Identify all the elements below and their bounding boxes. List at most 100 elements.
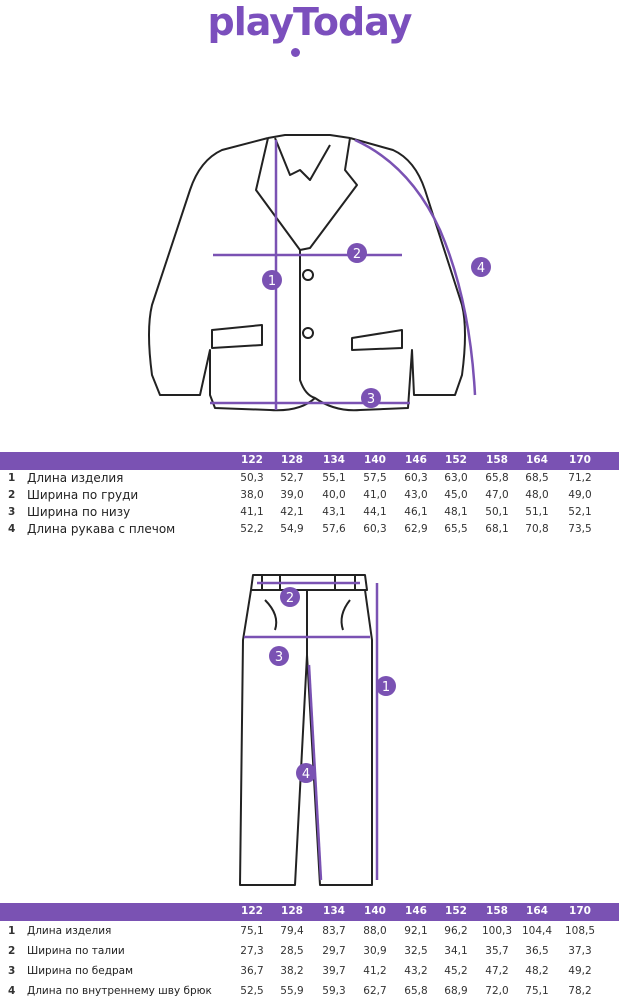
measurement-label: Ширина по бедрам (27, 965, 134, 977)
size-header-cell: 158 (486, 454, 508, 466)
value-cell: 68,9 (444, 985, 468, 997)
row-number: 1 (8, 472, 16, 484)
value-cell: 108,5 (564, 925, 596, 937)
measurement-label: Длина изделия (27, 471, 124, 485)
measurement-label: Ширина по талии (27, 945, 125, 957)
pants-diagram: 1 2 3 4 (239, 574, 396, 886)
size-header-cell: 146 (405, 454, 427, 466)
value-cell: 88,0 (363, 925, 387, 937)
svg-text:2: 2 (353, 247, 361, 262)
pants-marker-2: 2 (280, 587, 300, 607)
value-cell: 45,2 (444, 965, 468, 977)
size-header-cell: 134 (323, 454, 345, 466)
value-cell: 60,3 (404, 472, 428, 484)
value-cell: 46,1 (404, 506, 428, 518)
value-cell: 63,0 (444, 472, 468, 484)
value-cell: 72,0 (485, 985, 509, 997)
value-cell: 68,1 (485, 523, 509, 535)
size-header-cell: 158 (486, 905, 508, 917)
value-cell: 54,9 (280, 523, 304, 535)
value-cell: 44,1 (363, 506, 387, 518)
value-cell: 39,7 (322, 965, 346, 977)
size-header-cell: 170 (569, 454, 591, 466)
row-number: 1 (8, 925, 16, 937)
value-cell: 96,2 (444, 925, 468, 937)
value-cell: 47,2 (485, 965, 509, 977)
value-cell: 28,5 (280, 945, 304, 957)
value-cell: 49,0 (568, 489, 592, 501)
value-cell: 43,0 (404, 489, 428, 501)
jacket-marker-4: 4 (471, 257, 491, 277)
value-cell: 100,3 (481, 925, 513, 937)
svg-text:1: 1 (268, 274, 276, 289)
svg-text:4: 4 (302, 767, 310, 782)
value-cell: 45,0 (444, 489, 468, 501)
value-cell: 34,1 (444, 945, 468, 957)
value-cell: 79,4 (280, 925, 304, 937)
measurement-label: Ширина по низу (27, 505, 131, 519)
value-cell: 38,0 (240, 489, 264, 501)
size-header-cell: 152 (445, 905, 467, 917)
jacket-diagram: 1 2 3 4 (148, 134, 491, 412)
jacket-marker-3: 3 (361, 388, 381, 408)
value-cell: 39,0 (280, 489, 304, 501)
size-header-cell: 134 (323, 905, 345, 917)
value-cell: 30,9 (363, 945, 387, 957)
svg-text:1: 1 (382, 680, 390, 695)
value-cell: 27,3 (240, 945, 264, 957)
value-cell: 104,4 (521, 925, 553, 937)
value-cell: 71,2 (568, 472, 592, 484)
row-number: 2 (8, 489, 16, 501)
value-cell: 49,2 (568, 965, 592, 977)
size-header-cell: 164 (526, 454, 548, 466)
value-cell: 55,9 (280, 985, 304, 997)
value-cell: 41,0 (363, 489, 387, 501)
value-cell: 51,1 (525, 506, 549, 518)
svg-text:3: 3 (367, 392, 375, 407)
size-header-cell: 164 (526, 905, 548, 917)
value-cell: 43,1 (322, 506, 346, 518)
value-cell: 62,7 (363, 985, 387, 997)
jacket-marker-1: 1 (262, 270, 282, 290)
value-cell: 48,1 (444, 506, 468, 518)
value-cell: 75,1 (525, 985, 549, 997)
size-header-cell: 122 (241, 905, 263, 917)
measurement-label: Длина рукава с плечом (27, 522, 176, 536)
size-header-cell: 140 (364, 454, 386, 466)
value-cell: 47,0 (485, 489, 509, 501)
value-cell: 38,2 (280, 965, 304, 977)
value-cell: 55,1 (322, 472, 346, 484)
size-header-cell: 170 (569, 905, 591, 917)
value-cell: 78,2 (568, 985, 592, 997)
svg-text:4: 4 (477, 261, 485, 276)
value-cell: 65,8 (485, 472, 509, 484)
measurement-label: Длина по внутреннему шву брюк (27, 985, 212, 997)
pants-marker-4: 4 (296, 763, 316, 783)
svg-text:3: 3 (275, 650, 283, 665)
value-cell: 83,7 (322, 925, 346, 937)
value-cell: 52,7 (280, 472, 304, 484)
value-cell: 41,2 (363, 965, 387, 977)
brand-logo: playToday (207, 0, 413, 44)
value-cell: 92,1 (404, 925, 428, 937)
value-cell: 35,7 (485, 945, 509, 957)
value-cell: 65,5 (444, 523, 468, 535)
value-cell: 43,2 (404, 965, 428, 977)
jacket-marker-2: 2 (347, 243, 367, 263)
value-cell: 65,8 (404, 985, 428, 997)
value-cell: 73,5 (568, 523, 592, 535)
value-cell: 32,5 (404, 945, 428, 957)
value-cell: 52,1 (568, 506, 592, 518)
row-number: 4 (8, 985, 16, 997)
size-header-cell: 128 (281, 905, 303, 917)
size-header-cell: 122 (241, 454, 263, 466)
